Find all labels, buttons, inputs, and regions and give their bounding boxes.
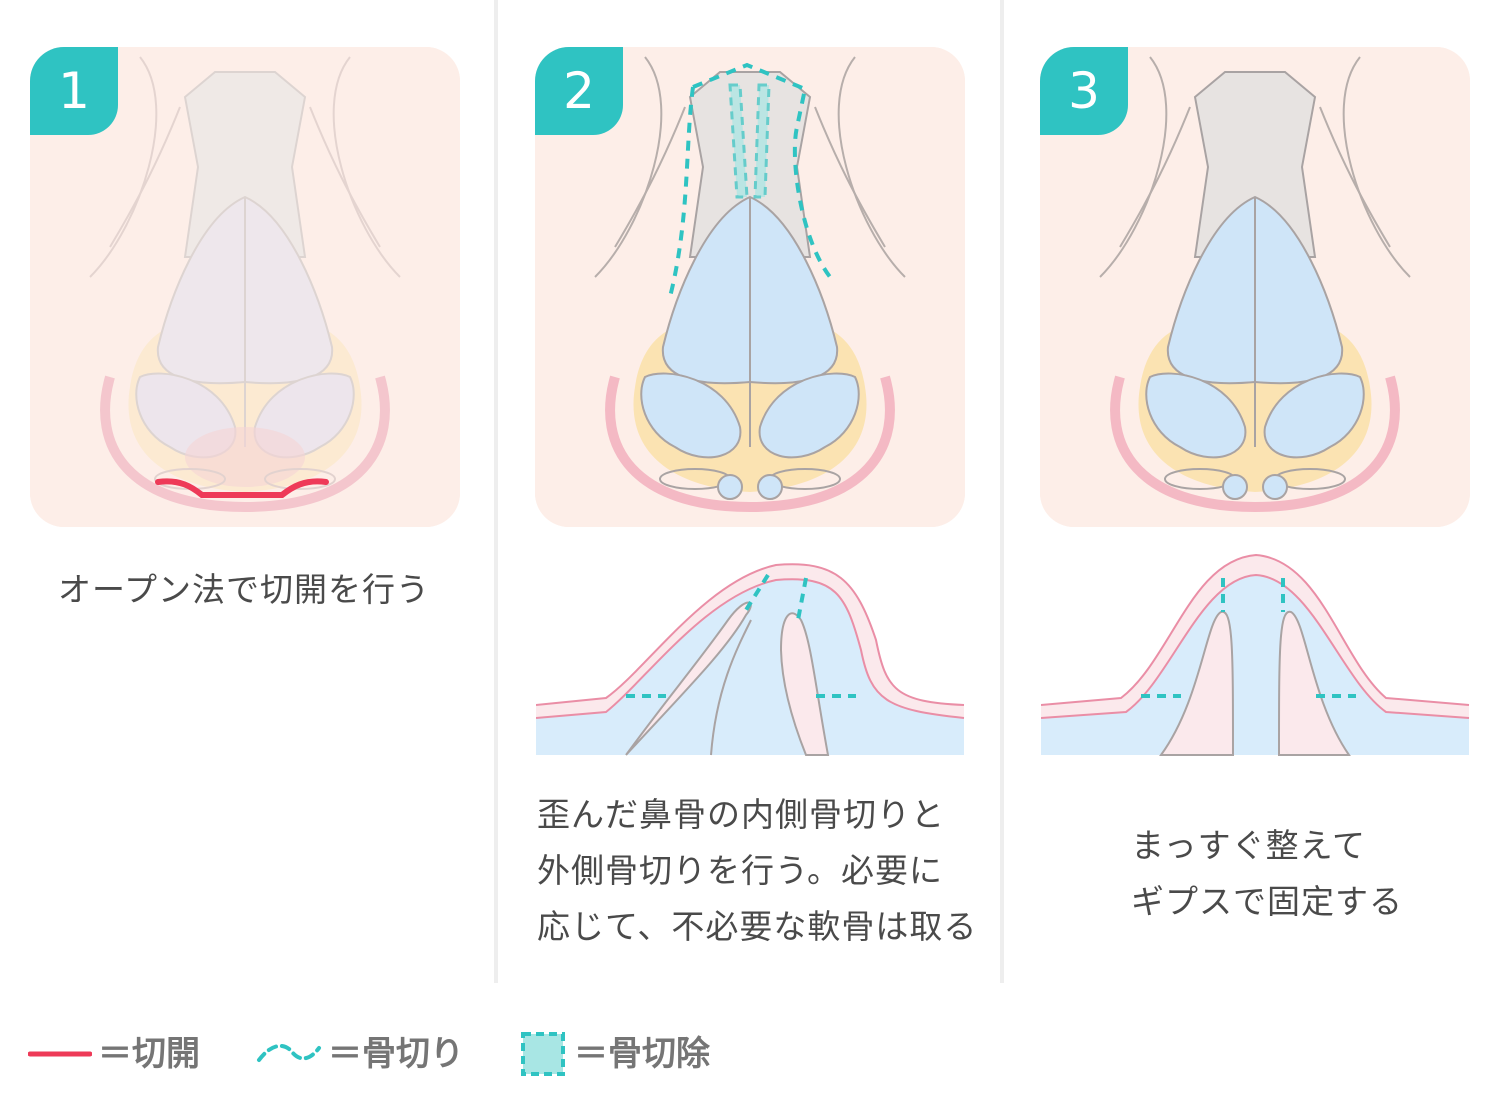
step-3-illustration-panel: 3 [1040,47,1470,527]
step-1-caption: オープン法で切開を行う [58,562,430,618]
step-2-illustration-panel: 2 [535,47,965,527]
legend-item-bone-removal: ＝骨切除 [520,1024,760,1084]
legend-label: ＝切開 [98,1034,200,1074]
caption-line: 応じて、不必要な軟骨は取る [537,907,978,946]
step-2-caption: 歪んだ鼻骨の内側骨切りと 外側骨切りを行う。必要に 応じて、不必要な軟骨は取る [537,787,977,955]
nasal-cross-section-icon [536,563,965,756]
step-3-number-badge: 3 [1040,47,1128,135]
caption-line: まっすぐ整えて [1131,826,1367,865]
caption-line: 歪んだ鼻骨の内側骨切りと [537,795,945,834]
legend-item-osteotomy: ＝骨切り [256,1024,496,1084]
legend-label: ＝骨切り [328,1034,464,1074]
column-divider-1 [494,0,498,983]
column-divider-2 [1000,0,1004,983]
nasal-cross-section-icon [1041,553,1470,756]
caption-line: 外側骨切りを行う。必要に [537,851,944,890]
step-1-illustration-panel: 1 [30,47,460,527]
legend-label: ＝骨切除 [574,1034,710,1074]
nose-base-diagram-icon [1040,47,1470,527]
dashed-teal-wave-icon [257,1043,321,1062]
legend-item-incision: ＝切開 [28,1024,228,1084]
legend: ＝切開 ＝骨切り ＝骨切除 [0,1024,1500,1084]
incision-line-icon [155,478,329,498]
nose-base-diagram-icon [535,47,965,527]
solid-red-line-icon [28,1051,92,1057]
step-3-caption: まっすぐ整えて ギプスで固定する [1131,818,1403,930]
step-1-number-badge: 1 [30,47,118,135]
caption-line: オープン法で切開を行う [58,570,431,609]
step-2-number-badge: 2 [535,47,623,135]
dashed-teal-square-icon [521,1032,565,1076]
osteotomy-dashed-lines-icon [668,62,832,298]
caption-line: ギプスで固定する [1131,882,1403,921]
